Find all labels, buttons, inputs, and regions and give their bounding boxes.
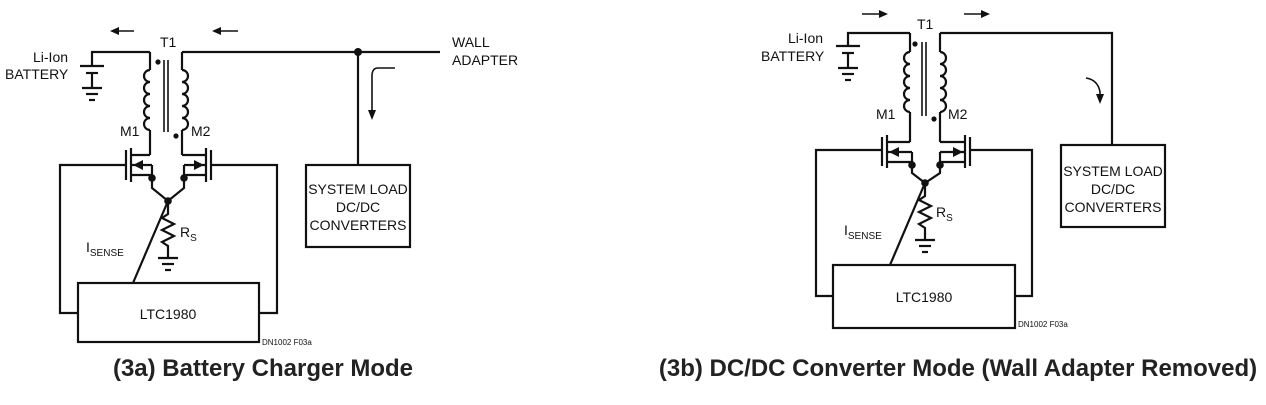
battery-label-line2: BATTERY	[761, 48, 825, 64]
battery-label-line1: Li-Ion	[33, 49, 68, 65]
figure-code: DN1002 F03a	[262, 338, 312, 347]
battery-label-line2: BATTERY	[5, 66, 69, 82]
gate-wire-m1	[814, 148, 882, 298]
ltc1980-controller	[831, 263, 1017, 330]
figure-code: DN1002 F03a	[1018, 320, 1068, 329]
load-line2: DC/DC	[1091, 181, 1135, 197]
mosfet-m2-label: M2	[191, 123, 211, 139]
isense-label: ISENSE	[86, 239, 124, 259]
load-line2: DC/DC	[336, 199, 380, 215]
mosfet-m2	[182, 148, 213, 182]
caption-3b: (3b) DC/DC Converter Mode (Wall Adapter …	[659, 355, 1257, 382]
load-line1: SYSTEM LOAD	[1063, 163, 1163, 179]
load-current-arrow	[368, 67, 395, 120]
adapter-label-line2: ADAPTER	[452, 52, 518, 68]
current-arrow-right-1	[862, 10, 888, 18]
mosfet-m1	[880, 135, 914, 168]
isense-label: ISENSE	[844, 222, 882, 242]
gate-wire-m1	[58, 163, 126, 315]
transformer-t1-3a	[142, 52, 190, 155]
controller-label: LTC1980	[140, 306, 197, 322]
mosfet-m1-label: M1	[120, 123, 140, 139]
current-arrow-left-1	[110, 27, 134, 35]
diagram-3a: Li-Ion BATTERY T1 WALL	[5, 27, 518, 382]
rs-label: RS	[936, 204, 953, 224]
rs-label: RS	[180, 224, 197, 244]
mosfet-m2-label: M2	[948, 106, 968, 122]
battery-label-line1: Li-Ion	[788, 30, 823, 46]
isense-wire	[888, 182, 927, 266]
gate-wire-m2	[970, 148, 1034, 298]
current-arrow-left-2	[212, 27, 238, 35]
system-load-box	[1059, 143, 1167, 229]
diagram-3b: Li-Ion BATTERY T1	[659, 10, 1257, 382]
mosfet-m1	[124, 148, 154, 182]
system-load-box	[304, 163, 412, 249]
transformer-label: T1	[160, 34, 177, 50]
sense-resistor-3b	[915, 183, 935, 254]
battery-symbol-3b	[836, 31, 910, 82]
load-line1: SYSTEM LOAD	[308, 181, 408, 197]
mosfet-m2	[938, 135, 972, 168]
adapter-label-line1: WALL	[452, 34, 490, 50]
load-current-arrow	[1085, 77, 1104, 104]
transformer-t1-3b	[902, 33, 948, 142]
sense-resistor-3a	[158, 201, 178, 272]
battery-symbol-3a	[80, 50, 150, 102]
mosfet-m1-label: M1	[876, 106, 896, 122]
load-line3: CONVERTERS	[1065, 199, 1162, 215]
ltc1980-controller	[76, 281, 261, 344]
load-wire	[940, 31, 1114, 145]
current-arrow-right-2	[964, 10, 990, 18]
controller-label: LTC1980	[896, 289, 953, 305]
caption-3a: (3a) Battery Charger Mode	[113, 355, 413, 382]
isense-wire	[131, 200, 170, 284]
transformer-label: T1	[917, 16, 934, 32]
gate-wire-m2	[211, 163, 279, 315]
load-line3: CONVERTERS	[310, 217, 407, 233]
